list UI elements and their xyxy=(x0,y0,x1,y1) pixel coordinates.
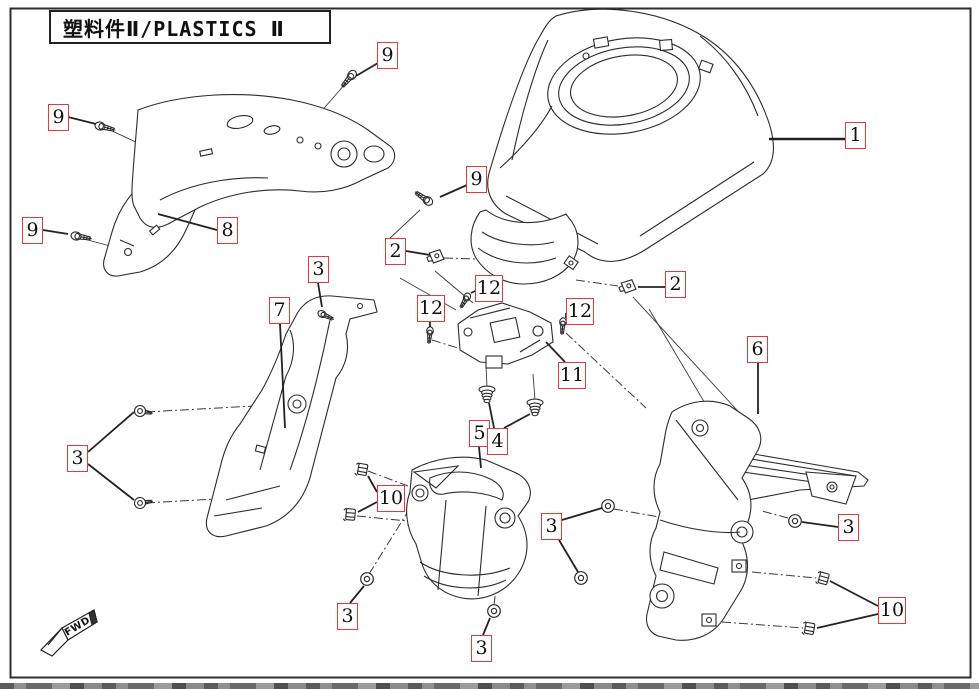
screw-9-left-lower xyxy=(69,230,94,244)
washer-3-mid-lower xyxy=(574,571,588,585)
callout-12-left: 12 xyxy=(417,295,445,322)
part-5-front-cover xyxy=(406,456,531,600)
part-6-right-panel xyxy=(645,400,869,641)
callout-9-left-lower: 9 xyxy=(22,217,43,244)
callout-3-bottom-center: 3 xyxy=(471,635,492,662)
callout-3-left: 3 xyxy=(67,445,88,472)
callout-12-right: 12 xyxy=(566,298,594,325)
washer-3-mid-upper xyxy=(601,499,615,513)
callout-4: 4 xyxy=(487,428,508,455)
cutoff-table-edge xyxy=(0,683,979,689)
callout-10-right: 10 xyxy=(878,597,906,624)
callout-1: 1 xyxy=(845,122,866,149)
title-box: 塑料件Ⅱ/PLASTICS Ⅱ xyxy=(49,10,331,44)
clip-10-right-upper xyxy=(814,570,831,587)
callout-3-part7-top: 3 xyxy=(308,256,329,283)
washer-3-bottom-left xyxy=(360,572,374,586)
clip-2-left xyxy=(425,248,445,265)
wellnut-4-right xyxy=(526,398,544,417)
callout-2-right: 2 xyxy=(665,271,686,298)
clip-10-left-lower xyxy=(342,507,357,523)
callout-11: 11 xyxy=(558,362,586,389)
clip-2-right xyxy=(617,278,637,295)
fwd-direction-marker: FWD xyxy=(40,609,98,657)
screw-12-left xyxy=(425,325,435,345)
clip-10-right-lower xyxy=(800,620,816,637)
callout-3-right: 3 xyxy=(838,514,859,541)
wellnut-4-left xyxy=(478,385,496,404)
part-8-upper-cover xyxy=(103,94,396,277)
callout-2-left: 2 xyxy=(385,238,406,265)
callout-3-bottom-left: 3 xyxy=(337,603,358,630)
callout-9-right: 9 xyxy=(466,166,487,193)
callout-6: 6 xyxy=(747,336,768,363)
callout-5: 5 xyxy=(469,420,490,447)
callout-12-center: 12 xyxy=(475,275,503,302)
page-title: 塑料件Ⅱ/PLASTICS Ⅱ xyxy=(63,16,285,41)
callout-8: 8 xyxy=(217,217,238,244)
callout-7: 7 xyxy=(269,297,290,324)
washer-3-right xyxy=(788,514,802,528)
rivet-3-left-lower xyxy=(133,495,155,510)
part-7-left-panel xyxy=(205,295,378,538)
part-11-center-bracket xyxy=(457,302,554,369)
callout-9-top: 9 xyxy=(377,42,398,69)
screw-9-right xyxy=(412,187,435,208)
callout-10-left: 10 xyxy=(377,485,405,512)
screw-9-top xyxy=(338,68,359,91)
callout-3-mid: 3 xyxy=(541,513,562,540)
callout-9-left-upper: 9 xyxy=(48,104,69,131)
drawing-border xyxy=(9,7,972,679)
part-1-lower-shroud xyxy=(470,209,579,285)
clip-10-left-upper xyxy=(353,461,369,478)
washer-3-bottom-center xyxy=(487,604,501,618)
screw-9-left-upper xyxy=(93,120,118,135)
rivet-3-left-upper xyxy=(133,404,155,420)
part-1-tank-cover xyxy=(487,8,774,262)
